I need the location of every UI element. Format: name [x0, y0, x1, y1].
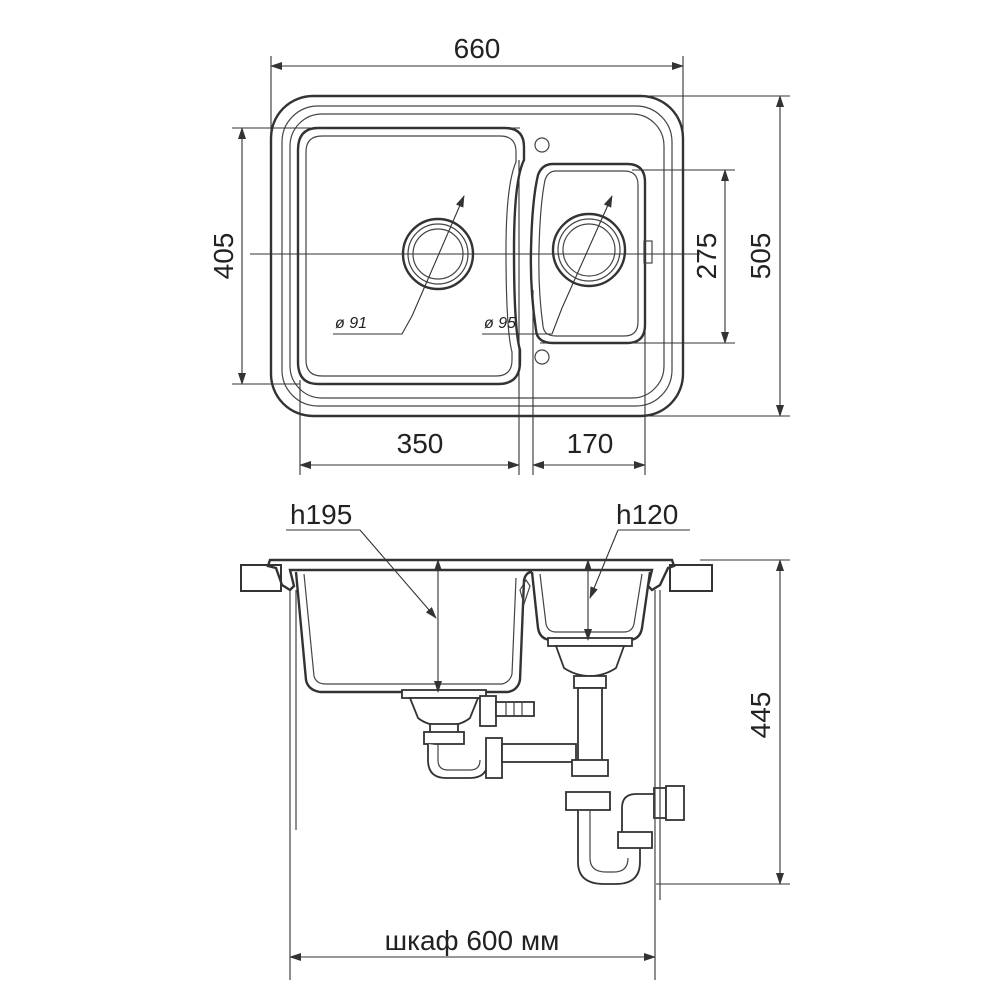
small-drain-diameter-label: ø 95 — [484, 315, 516, 332]
width-660-label: 660 — [454, 33, 501, 64]
depth-505-label: 505 — [745, 233, 776, 280]
width-170-label: 170 — [567, 428, 614, 459]
large-bowl-height-label: h195 — [290, 499, 352, 530]
countertop-left — [240, 564, 282, 592]
overflow-slot — [643, 240, 653, 264]
small-bowl-drain — [551, 212, 627, 288]
sink-rim-section — [266, 558, 676, 592]
width-350-label: 350 — [397, 428, 444, 459]
large-bowl-outline — [296, 126, 526, 386]
tap-hole-top — [534, 137, 550, 153]
sink-inner-rim — [281, 105, 673, 407]
tap-hole-bottom — [534, 349, 550, 365]
countertop-right — [669, 564, 713, 592]
small-bowl-drain-assembly — [547, 637, 685, 885]
side-view: h195 h120 445 шкаф 600 мм — [240, 499, 790, 980]
large-drain-diameter-label: ø 91 — [335, 315, 367, 332]
small-bowl-height-label: h120 — [616, 499, 678, 530]
small-bowl-outline — [529, 162, 647, 345]
top-view: ø 91 ø 95 660 405 505 275 350 170 — [208, 33, 790, 475]
depth-405-label: 405 — [208, 233, 239, 280]
large-bowl-drain-assembly — [401, 689, 577, 779]
depth-275-label: 275 — [691, 233, 722, 280]
cabinet-width-label: шкаф 600 мм — [385, 925, 560, 956]
large-bowl-section — [294, 570, 533, 694]
height-445-label: 445 — [745, 692, 776, 739]
sink-outer-rim — [269, 94, 685, 418]
